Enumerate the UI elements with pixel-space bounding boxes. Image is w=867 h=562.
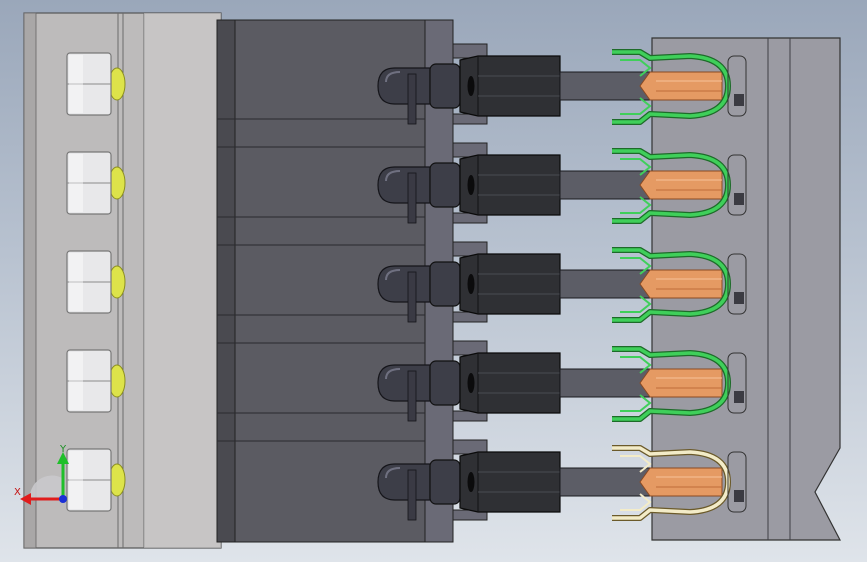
nut-highlight xyxy=(69,253,83,311)
contact-pin xyxy=(559,170,651,200)
clip-tab xyxy=(620,158,652,176)
socket-latch xyxy=(734,391,744,403)
z-axis-dot xyxy=(59,495,67,503)
nut-highlight xyxy=(69,451,83,509)
contact-pin xyxy=(559,269,651,299)
socket-outline xyxy=(727,451,747,513)
copper-contact xyxy=(639,71,723,101)
nut-highlight xyxy=(69,154,83,212)
clip-tab xyxy=(620,59,652,77)
socket-outline xyxy=(727,154,747,216)
copper-contact xyxy=(639,269,723,299)
clip-tab xyxy=(620,196,652,214)
coupling-ring xyxy=(429,459,461,505)
clip-tab xyxy=(620,455,652,473)
nose-highlight xyxy=(385,368,401,380)
nose-highlight xyxy=(385,467,401,479)
copper-contact xyxy=(639,170,723,200)
hex-plug xyxy=(459,451,561,513)
connector-1[interactable] xyxy=(377,43,747,125)
connector-nose xyxy=(377,265,431,303)
nose-stem xyxy=(407,469,417,521)
connector-nose xyxy=(377,166,431,204)
clip-tab xyxy=(620,97,652,115)
clip-tab xyxy=(620,295,652,313)
nut-3[interactable] xyxy=(66,250,126,314)
nose-highlight xyxy=(385,170,401,182)
plug-slot xyxy=(467,472,475,492)
coupling-ring xyxy=(429,261,461,307)
hex-plug xyxy=(459,154,561,216)
nose-stem xyxy=(407,370,417,422)
nose-highlight xyxy=(385,71,401,83)
socket-outline xyxy=(727,253,747,315)
nut-1[interactable] xyxy=(66,52,126,116)
mounting-plate[interactable] xyxy=(23,12,222,549)
connector-4[interactable] xyxy=(377,340,747,422)
contact-pin xyxy=(559,467,651,497)
socket-latch xyxy=(734,193,744,205)
nut-column xyxy=(66,52,126,512)
coordinate-triad: Y X xyxy=(14,444,69,505)
socket-outline xyxy=(727,352,747,414)
plug-slot xyxy=(467,76,475,96)
clip-tab xyxy=(620,394,652,412)
copper-contact xyxy=(639,368,723,398)
connector-2[interactable] xyxy=(377,142,747,224)
connector-nose xyxy=(377,463,431,501)
nut-4[interactable] xyxy=(66,349,126,413)
y-axis-label: Y xyxy=(59,444,67,455)
plug-slot xyxy=(467,274,475,294)
coupling-ring xyxy=(429,360,461,406)
clip-tab xyxy=(620,356,652,374)
connector-nose xyxy=(377,67,431,105)
socket-outline xyxy=(727,55,747,117)
plug-slot xyxy=(467,373,475,393)
x-axis-label: X xyxy=(14,487,21,498)
connector-nose xyxy=(377,364,431,402)
connector-3[interactable] xyxy=(377,241,747,323)
nose-stem xyxy=(407,172,417,224)
contact-pin xyxy=(559,368,651,398)
nut-5[interactable] xyxy=(66,448,126,512)
nut-highlight xyxy=(69,55,83,113)
nut-highlight xyxy=(69,352,83,410)
copper-contact xyxy=(639,467,723,497)
nose-stem xyxy=(407,271,417,323)
connector-housing[interactable] xyxy=(216,19,454,543)
nose-highlight xyxy=(385,269,401,281)
hex-plug xyxy=(459,253,561,315)
hex-plug xyxy=(459,352,561,414)
coupling-ring xyxy=(429,162,461,208)
clip-tab xyxy=(620,493,652,511)
nut-2[interactable] xyxy=(66,151,126,215)
hex-plug xyxy=(459,55,561,117)
plug-slot xyxy=(467,175,475,195)
socket-latch xyxy=(734,292,744,304)
contact-pin xyxy=(559,71,651,101)
nose-stem xyxy=(407,73,417,125)
clip-tab xyxy=(620,257,652,275)
coupling-ring xyxy=(429,63,461,109)
socket-latch xyxy=(734,94,744,106)
socket-latch xyxy=(734,490,744,502)
connector-5[interactable] xyxy=(377,439,747,521)
connector-rows[interactable] xyxy=(377,43,747,521)
